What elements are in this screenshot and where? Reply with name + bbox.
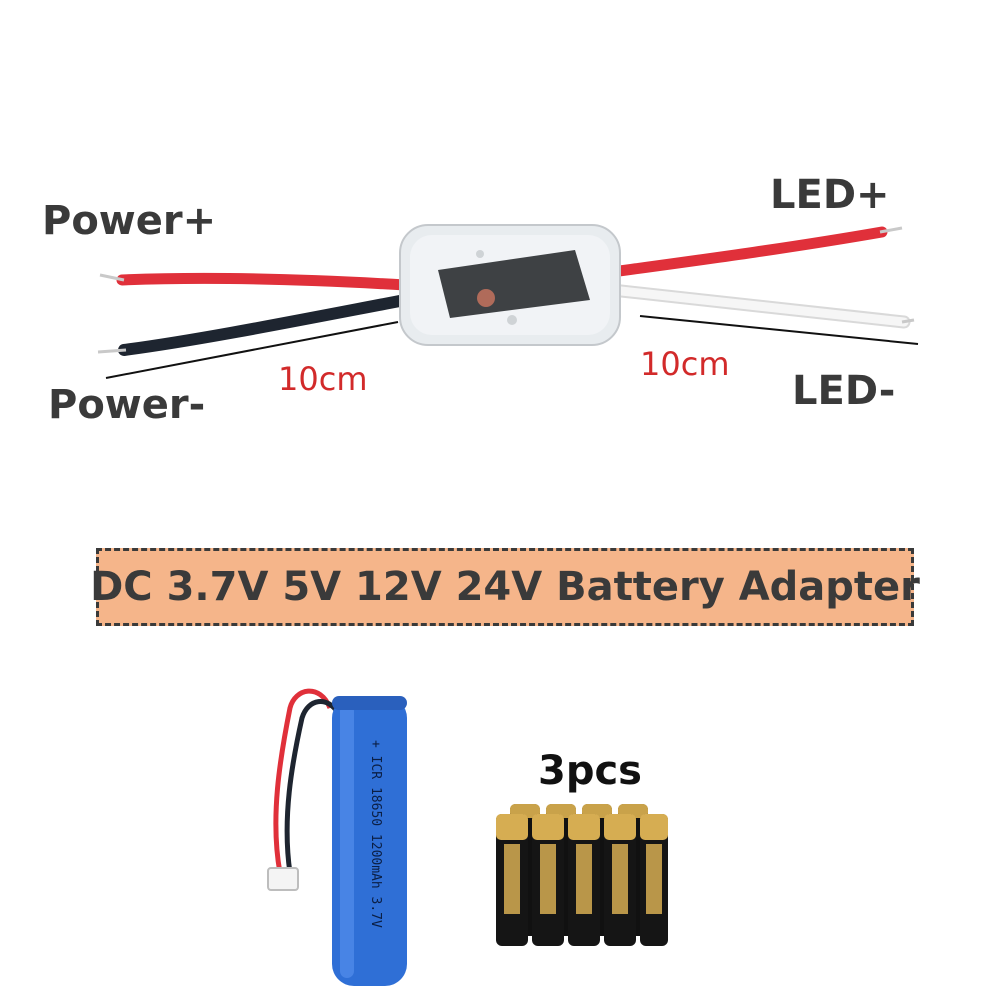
power-minus-wire bbox=[118, 294, 411, 356]
lithium-battery-illustration: + ICR 18650 1200mAh 3.7V bbox=[267, 688, 407, 986]
led-minus-label: LED- bbox=[792, 368, 896, 414]
aa-count-label: 3pcs bbox=[538, 748, 642, 794]
length-line-right bbox=[639, 315, 919, 345]
banner-text: DC 3.7V 5V 12V 24V Battery Adapter bbox=[90, 564, 920, 610]
length-label-left: 10cm bbox=[278, 360, 368, 398]
power-plus-label: Power+ bbox=[42, 198, 217, 244]
battery-connector bbox=[267, 867, 299, 891]
length-label-right: 10cm bbox=[640, 345, 730, 383]
light-sensor bbox=[477, 289, 495, 307]
led-plus-wire bbox=[606, 226, 888, 278]
aa-batteries-illustration bbox=[496, 804, 668, 946]
power-minus-label: Power- bbox=[48, 382, 206, 428]
led-plus-label: LED+ bbox=[770, 172, 890, 218]
battery-print: + ICR 18650 1200mAh 3.7V bbox=[368, 740, 383, 928]
aa-battery-row bbox=[496, 814, 668, 946]
product-banner: DC 3.7V 5V 12V 24V Battery Adapter bbox=[90, 548, 920, 626]
power-plus-wire bbox=[116, 272, 411, 291]
adapter-module-illustration bbox=[97, 224, 919, 379]
circuit-board bbox=[438, 250, 590, 318]
length-line-left bbox=[105, 321, 399, 379]
